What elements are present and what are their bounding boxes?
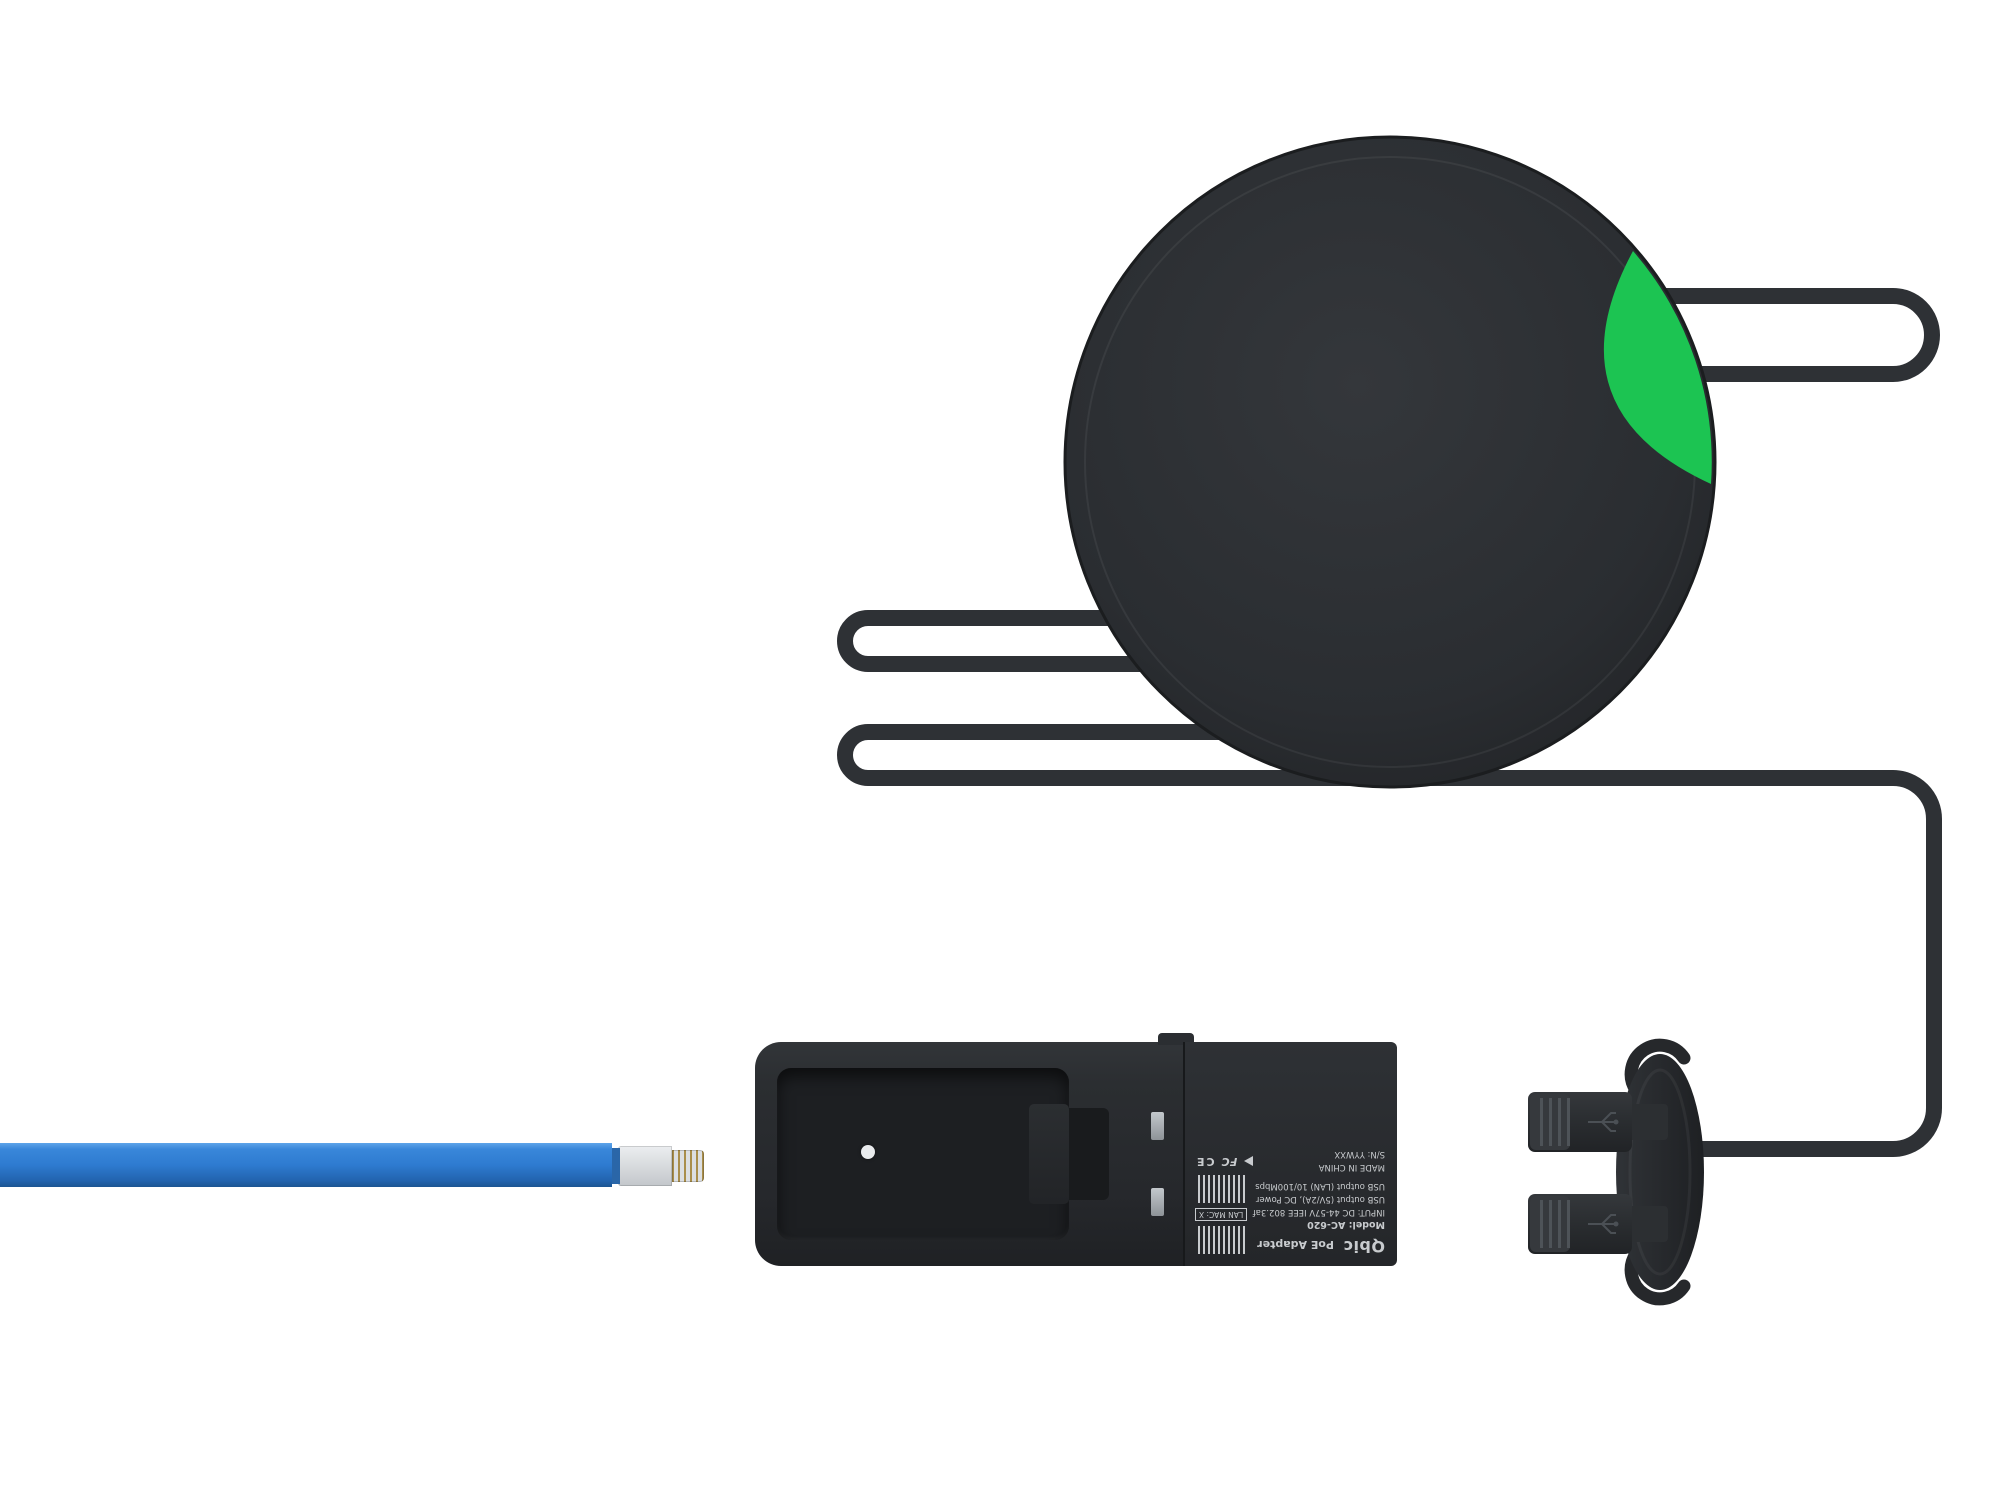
usb-plug-top — [1528, 1092, 1668, 1152]
qbic-logo: Qbic — [1342, 1237, 1385, 1256]
mount-hook-bottom-icon — [1624, 1247, 1691, 1306]
led-hole — [861, 1145, 875, 1159]
input-line: INPUT: DC 44-57V IEEE 802.3af — [1252, 1207, 1385, 1217]
barcode-top — [1195, 1226, 1245, 1254]
adapter-label-section: Qbic PoE Adapter Model: AC-620 INPUT: DC… — [1183, 1042, 1397, 1266]
green-led-accent — [1603, 251, 1712, 484]
rj45-jack-block — [1029, 1104, 1069, 1204]
product-name: PoE Adapter — [1257, 1238, 1334, 1251]
poe-adapter: Qbic PoE Adapter Model: AC-620 INPUT: DC… — [755, 1033, 1397, 1266]
mount-hook-top-icon — [1624, 1038, 1691, 1097]
model-line: Model: AC-620 — [1307, 1219, 1385, 1230]
usb-logo-icon — [1588, 1112, 1619, 1132]
lan-mac-box: LAN MAC: X — [1195, 1208, 1248, 1221]
usb-plug-bottom — [1528, 1194, 1668, 1254]
ethernet-cable — [0, 1143, 612, 1187]
made-in-line: MADE IN CHINA — [1318, 1162, 1385, 1172]
ce-mark: CE — [1195, 1155, 1215, 1168]
rj45-connector-body — [618, 1146, 672, 1186]
fcc-mark: FC — [1221, 1155, 1238, 1168]
arrow-icon — [1244, 1156, 1254, 1167]
barcode-bottom — [1195, 1175, 1245, 1203]
adapter-label-flipped: Qbic PoE Adapter Model: AC-620 INPUT: DC… — [1185, 1042, 1397, 1266]
usb-connector-assembly — [1528, 1038, 1704, 1306]
serial-line: S/N: YYWXX — [1334, 1149, 1385, 1159]
round-device — [1063, 135, 1717, 789]
usb-logo-icon — [1588, 1214, 1619, 1234]
usb-lan-line: USB output (LAN) 10/100Mbps — [1255, 1181, 1385, 1191]
contact-mark-bottom — [1151, 1188, 1164, 1216]
rj45-cable-collar — [612, 1148, 620, 1184]
rj45-gold-pins — [672, 1150, 704, 1182]
device-disc — [1063, 135, 1717, 789]
slot-notch — [1069, 1108, 1109, 1200]
connector-housing-rim — [1628, 1068, 1692, 1276]
rj45-connector — [612, 1146, 706, 1186]
usb-power-line: USB output (5V/2A), DC Power — [1255, 1194, 1385, 1204]
contact-mark-top — [1151, 1112, 1164, 1140]
rj45-port-slot — [777, 1068, 1069, 1240]
